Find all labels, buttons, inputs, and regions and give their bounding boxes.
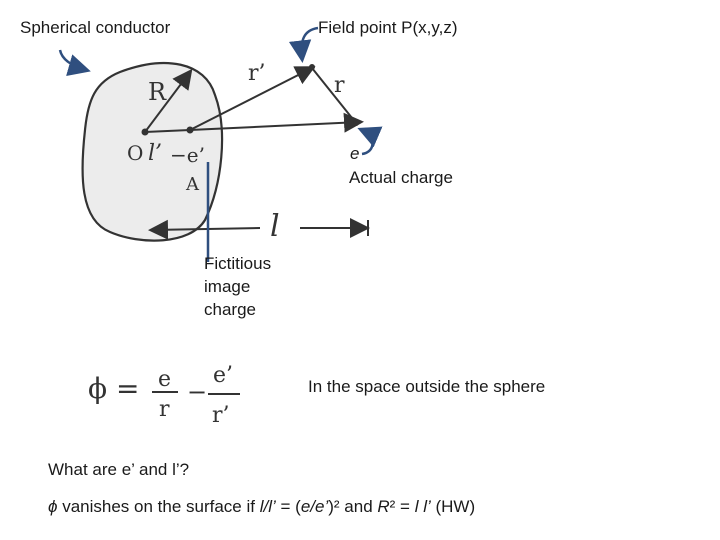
formula-minus: − [187,378,207,406]
actual-charge-label: Actual charge [349,168,453,187]
formula-phi: ϕ = [88,372,139,405]
hand-label-minus-e-prime: −e’ [170,143,205,167]
hand-label-r-cap: R [148,78,167,106]
image-to-charge-line [189,112,364,133]
phi-symbol: ϕ [48,497,58,516]
formula-r: r [159,397,170,422]
spherical-conductor-label: Spherical conductor [20,18,171,37]
e-charge-label: e [350,144,360,163]
question-text: What are e’ and l’? [48,460,190,479]
conductor-callout-arrow [58,49,91,77]
hand-label-r: r [334,73,345,98]
field-point-label: Field point P(x,y,z) [318,18,458,37]
condition-part-5: )² and [328,497,378,516]
hand-label-l: l [270,209,280,244]
hand-label-r-prime: r’ [248,61,266,86]
formula-e: e [158,367,171,392]
condition-hw: (HW) [430,497,476,516]
r-line [311,67,357,124]
radius-arrow [144,68,193,133]
hand-label-l-prime: l’ [148,141,162,166]
condition-ll-prime: l l’ [414,497,431,516]
condition-ratio-e: e/e’ [300,497,329,516]
condition-part-7: ² = [389,497,415,516]
o-to-image-line [144,129,191,133]
formula-r-prime: r’ [212,403,230,428]
condition-ratio-l: l/l’ [259,497,276,516]
space-outside-label: In the space outside the sphere [308,377,546,396]
fictitious-label-line3: charge [204,300,256,319]
r-prime-line [189,66,316,131]
condition-part-1: vanishes on the surface if [57,497,260,516]
condition-r: R [377,497,390,516]
field-point-dot [309,64,315,70]
fictitious-label-line2: image [204,277,251,296]
distance-l-left [148,219,261,240]
hand-label-o: O [127,141,143,165]
sphere-outline [81,61,224,242]
condition-text: ϕ vanishes on the surface if l/l’ = (e/e… [48,495,475,519]
fictitious-label-line1: Fictitious [204,254,272,273]
field-point-callout-arrow [288,26,319,63]
formula-e-prime: e’ [213,363,233,388]
condition-part-3: = ( [275,497,301,516]
hand-label-a: A [185,174,200,195]
charge-callout-arrow [357,126,383,156]
